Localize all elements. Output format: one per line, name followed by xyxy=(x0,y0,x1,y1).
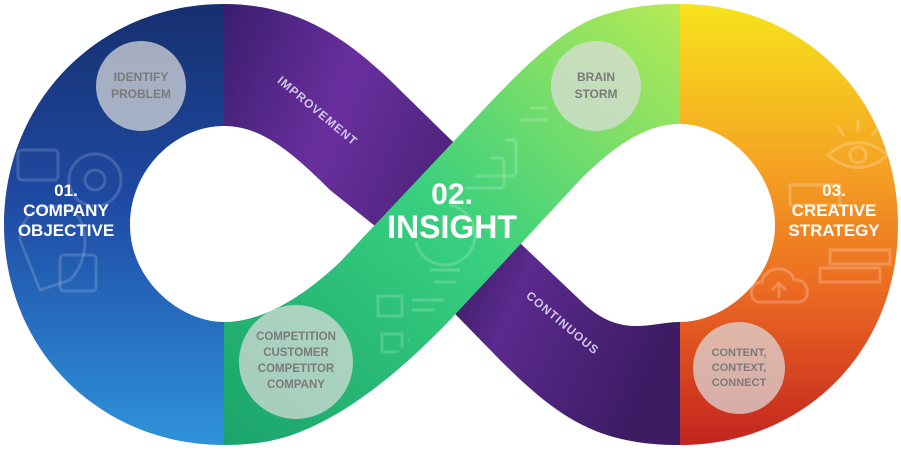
step-02-title: INSIGHT xyxy=(387,209,517,245)
step-01-line2: OBJECTIVE xyxy=(18,221,114,240)
puzzle-icon xyxy=(58,253,98,293)
content-line3: CONNECT xyxy=(712,377,767,389)
content-line2: CONTEXT, xyxy=(712,362,766,374)
step-03-label: 03. CREATIVE STRATEGY xyxy=(788,181,880,240)
circle-content: CONTENT, CONTEXT, CONNECT xyxy=(693,322,785,414)
eye-icon xyxy=(825,120,891,169)
user-profile-icon xyxy=(16,148,87,292)
brainstorm-line1: BRAIN xyxy=(577,70,615,84)
competition-line1: COMPETITION xyxy=(256,331,336,343)
identify-line1: IDENTIFY xyxy=(114,70,169,84)
identify-line2: PROBLEM xyxy=(111,87,171,101)
right-icons xyxy=(749,120,892,304)
step-01-line1: COMPANY xyxy=(23,201,109,220)
step-02-number: 02. xyxy=(431,178,473,211)
circle-brainstorm: BRAIN STORM xyxy=(551,41,641,131)
layers-icon xyxy=(788,183,892,284)
step-03-line1: CREATIVE xyxy=(792,201,877,220)
circle-identify-problem: IDENTIFY PROBLEM xyxy=(96,41,186,131)
competition-line4: COMPANY xyxy=(267,379,325,391)
competition-line3: COMPETITOR xyxy=(258,363,335,375)
cloud-upload-icon xyxy=(749,267,809,304)
left-icons xyxy=(16,148,123,293)
gear-icon xyxy=(67,152,123,208)
step-01-number: 01. xyxy=(54,181,78,200)
competition-line2: CUSTOMER xyxy=(263,347,329,359)
circle-competition: COMPETITION CUSTOMER COMPETITOR COMPANY xyxy=(239,305,353,419)
step-02-label: 02. INSIGHT xyxy=(387,178,517,245)
content-line1: CONTENT, xyxy=(712,347,767,359)
step-03-number: 03. xyxy=(822,181,846,200)
step-03-line2: STRATEGY xyxy=(788,221,880,240)
brainstorm-line2: STORM xyxy=(574,87,617,101)
step-01-label: 01. COMPANY OBJECTIVE xyxy=(18,181,114,240)
